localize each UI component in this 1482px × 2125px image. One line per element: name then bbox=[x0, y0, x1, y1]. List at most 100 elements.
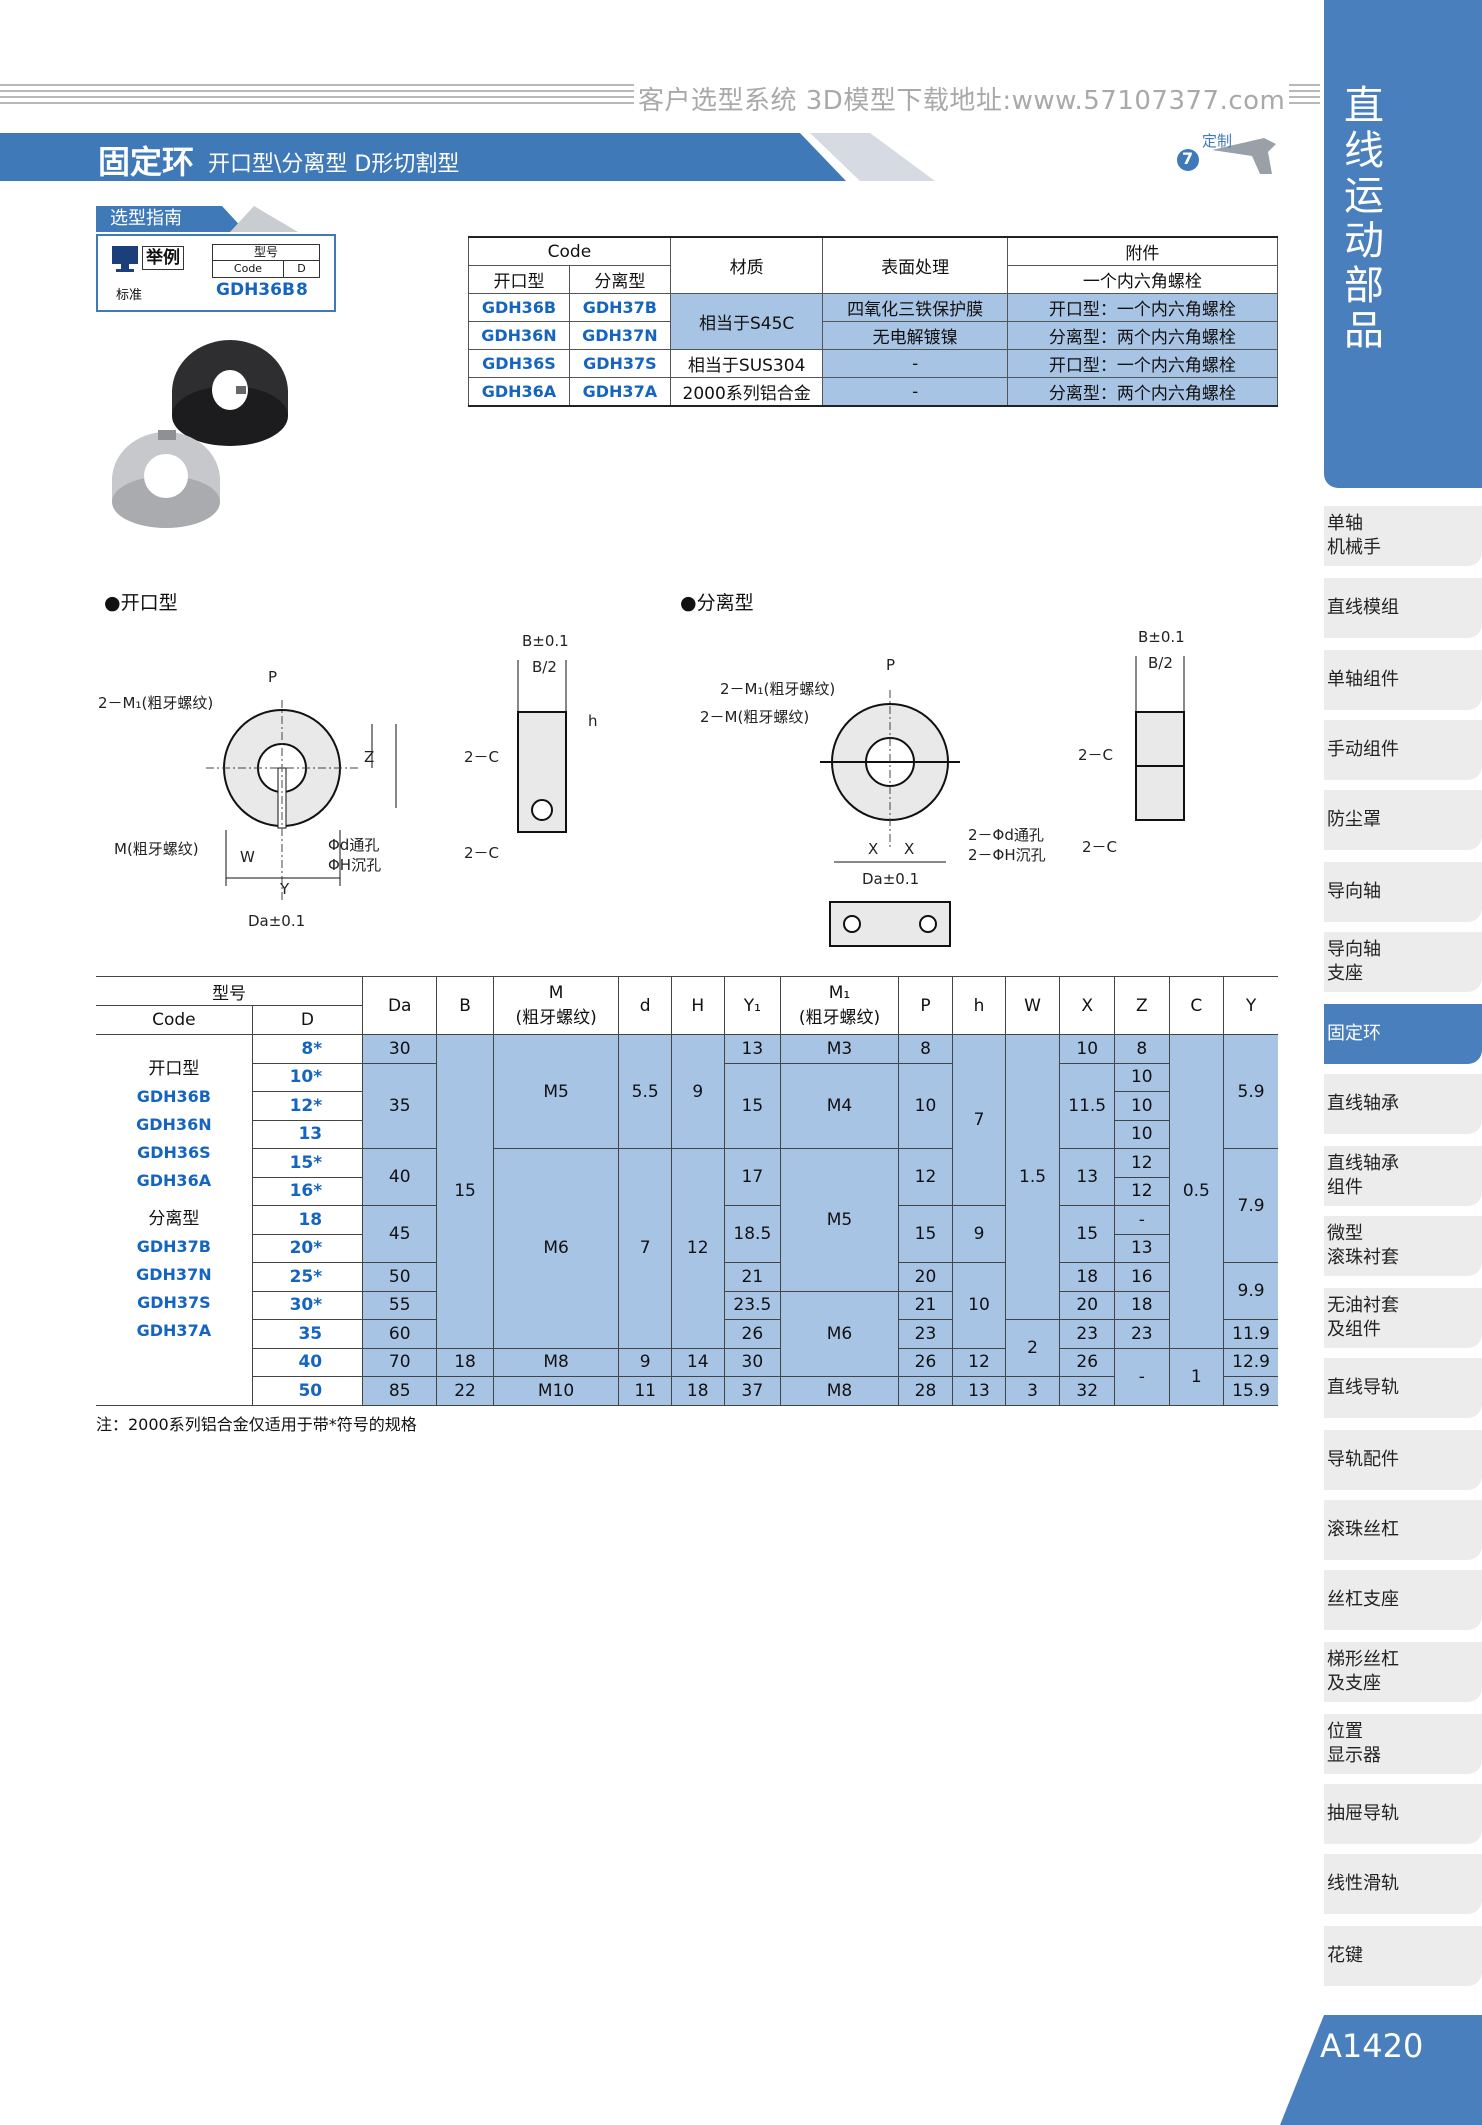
sidebar-item[interactable]: 手动组件 bbox=[1324, 720, 1482, 780]
m-cell: M6 bbox=[492, 1148, 620, 1349]
open-code: GDH36A bbox=[468, 377, 570, 407]
z-cell: 12 bbox=[1114, 1176, 1170, 1206]
sidebar-item-label: 直线导轨 bbox=[1327, 1377, 1399, 1398]
guide-tab: 选型指南 bbox=[96, 206, 246, 232]
split-code: GDH37N bbox=[568, 321, 671, 350]
h-cell: 12 bbox=[952, 1347, 1006, 1377]
sidebar-item-label: 直线轴承 bbox=[1327, 1093, 1399, 1114]
download-url[interactable]: 客户选型系统 3D模型下载地址:www.57107377.com bbox=[634, 80, 1290, 117]
d-value-cell: 50 bbox=[251, 1376, 364, 1406]
accessory-cell: 开口型：一个内六角螺栓 bbox=[1006, 293, 1279, 322]
w-cell: 2 bbox=[1004, 1319, 1061, 1377]
p-cell: 23 bbox=[897, 1319, 954, 1349]
p-cell: 15 bbox=[897, 1205, 954, 1263]
sidebar-item[interactable]: 固定环 bbox=[1324, 1004, 1482, 1064]
sidebar-item[interactable]: 梯形丝杠 及支座 bbox=[1324, 1642, 1482, 1702]
header-x: X bbox=[1059, 976, 1116, 1035]
sidebar-item[interactable]: 单轴 机械手 bbox=[1324, 506, 1482, 566]
sidebar-item[interactable]: 导轨配件 bbox=[1324, 1430, 1482, 1490]
table-row: 12* 10 bbox=[96, 1091, 1278, 1121]
sidebar-item[interactable]: 抽屉导轨 bbox=[1324, 1784, 1482, 1844]
sidebar-item[interactable]: 导向轴 bbox=[1324, 862, 1482, 922]
header-m: M(粗牙螺纹) bbox=[492, 976, 620, 1035]
monitor-icon bbox=[112, 246, 138, 272]
y1-cell: 13 bbox=[723, 1034, 782, 1064]
surface-cell: - bbox=[822, 349, 1008, 378]
sidebar-item[interactable]: 直线轴承 bbox=[1324, 1074, 1482, 1134]
sidebar-item-label: 直线轴承 组件 bbox=[1327, 1153, 1399, 1198]
y1-cell: 18.5 bbox=[723, 1205, 782, 1263]
split-code: GDH37S bbox=[137, 1293, 211, 1312]
z-cell: 18 bbox=[1114, 1290, 1170, 1320]
header-m1-sub: (粗牙螺纹) bbox=[798, 1008, 881, 1028]
w-cell: 3 bbox=[1004, 1376, 1061, 1406]
dim-h-label: h bbox=[588, 712, 598, 730]
sidebar-item[interactable]: 直线模组 bbox=[1324, 578, 1482, 638]
dim-x-label: X bbox=[868, 840, 878, 858]
sidebar-item[interactable]: 微型 滚珠衬套 bbox=[1324, 1216, 1482, 1276]
delivery-badge: 7 定制 天发货 bbox=[1172, 130, 1282, 180]
x-cell: 11.5 bbox=[1059, 1062, 1116, 1149]
h-cell: 10 bbox=[952, 1262, 1006, 1349]
header-h: h bbox=[952, 976, 1006, 1035]
m1-cell: M3 bbox=[780, 1034, 899, 1064]
header-code: Code bbox=[468, 236, 671, 266]
guide-d-value: 8 bbox=[296, 280, 308, 300]
sidebar-item-label: 无油衬套 及组件 bbox=[1327, 1295, 1399, 1340]
y1-cell: 30 bbox=[723, 1347, 782, 1377]
sidebar-item[interactable]: 防尘罩 bbox=[1324, 790, 1482, 850]
sidebar-item[interactable]: 线性滑轨 bbox=[1324, 1854, 1482, 1914]
header-b: B bbox=[436, 976, 494, 1035]
sidebar-heading-char: 直 bbox=[1344, 83, 1384, 129]
split-type-side-drawing: B±0.1 B/2 2－C 2－C bbox=[1078, 628, 1185, 856]
dim-w-label: W bbox=[240, 848, 255, 866]
y-cell: 9.9 bbox=[1223, 1262, 1278, 1320]
z-cell: - bbox=[1114, 1347, 1170, 1406]
sidebar-item[interactable]: 单轴组件 bbox=[1324, 650, 1482, 710]
m-cell: M8 bbox=[492, 1347, 620, 1377]
sidebar-category-title: 直线运动部品 bbox=[1342, 84, 1386, 354]
h-cell: 13 bbox=[952, 1376, 1006, 1406]
sidebar-item[interactable]: 丝杠支座 bbox=[1324, 1570, 1482, 1630]
sidebar-item[interactable]: 花键 bbox=[1324, 1926, 1482, 1986]
w-cell: 1.5 bbox=[1004, 1034, 1061, 1320]
sidebar-item-label: 单轴 机械手 bbox=[1327, 513, 1381, 558]
sidebar-item[interactable]: 直线轴承 组件 bbox=[1324, 1146, 1482, 1206]
z-cell: 10 bbox=[1114, 1091, 1170, 1121]
accessory-cell: 分离型：两个内六角螺栓 bbox=[1006, 377, 1279, 407]
header-y: Y bbox=[1223, 976, 1278, 1035]
da-cell: 45 bbox=[362, 1205, 438, 1263]
sidebar-item-label: 花键 bbox=[1327, 1945, 1363, 1966]
sidebar-item[interactable]: 导向轴 支座 bbox=[1324, 932, 1482, 992]
open-type-front-drawing: P 2－M₁(粗牙螺纹) M(粗牙螺纹) W Y Φd通孔 ΦH沉孔 Da±0.… bbox=[98, 668, 397, 930]
m1-cell: M8 bbox=[780, 1376, 899, 1406]
sidebar-item[interactable]: 无油衬套 及组件 bbox=[1324, 1288, 1482, 1348]
sidebar-item[interactable]: 滚珠丝杠 bbox=[1324, 1500, 1482, 1560]
y1-cell: 17 bbox=[723, 1148, 782, 1206]
b-cell: 15 bbox=[436, 1034, 494, 1349]
h-cell: 9 bbox=[952, 1205, 1006, 1263]
dim-z-label: Z bbox=[364, 748, 374, 766]
header-m1-label: M₁ bbox=[828, 983, 851, 1003]
dimension-table: 型号 Da B M(粗牙螺纹) d H Y₁ M₁(粗牙螺纹) P h W X … bbox=[96, 976, 1278, 1406]
material-cell: 2000系列铝合金 bbox=[669, 377, 824, 407]
open-code: GDH36N bbox=[136, 1115, 212, 1134]
sidebar-item[interactable]: 直线导轨 bbox=[1324, 1358, 1482, 1418]
y-cell: 15.9 bbox=[1223, 1376, 1278, 1406]
y1-cell: 21 bbox=[723, 1262, 782, 1292]
sidebar-item[interactable]: 位置 显示器 bbox=[1324, 1714, 1482, 1774]
d-value-cell: 12* bbox=[251, 1091, 364, 1121]
open-type-side-drawing: B±0.1 B/2 h 2－C 2－C bbox=[464, 632, 598, 862]
open-code: GDH36S bbox=[468, 349, 570, 378]
badge-number: 7 bbox=[1182, 149, 1194, 168]
sidebar-item-label: 导向轴 bbox=[1327, 881, 1381, 902]
page-title: 固定环 bbox=[98, 143, 195, 181]
y1-cell: 26 bbox=[723, 1319, 782, 1349]
hh-cell: 12 bbox=[670, 1148, 725, 1349]
guide-example-box: 举例 型号 Code D 标准 GDH36B 8 bbox=[96, 234, 336, 312]
header-accessory: 附件 bbox=[1006, 236, 1279, 266]
sidebar-heading-char: 运 bbox=[1344, 173, 1384, 219]
